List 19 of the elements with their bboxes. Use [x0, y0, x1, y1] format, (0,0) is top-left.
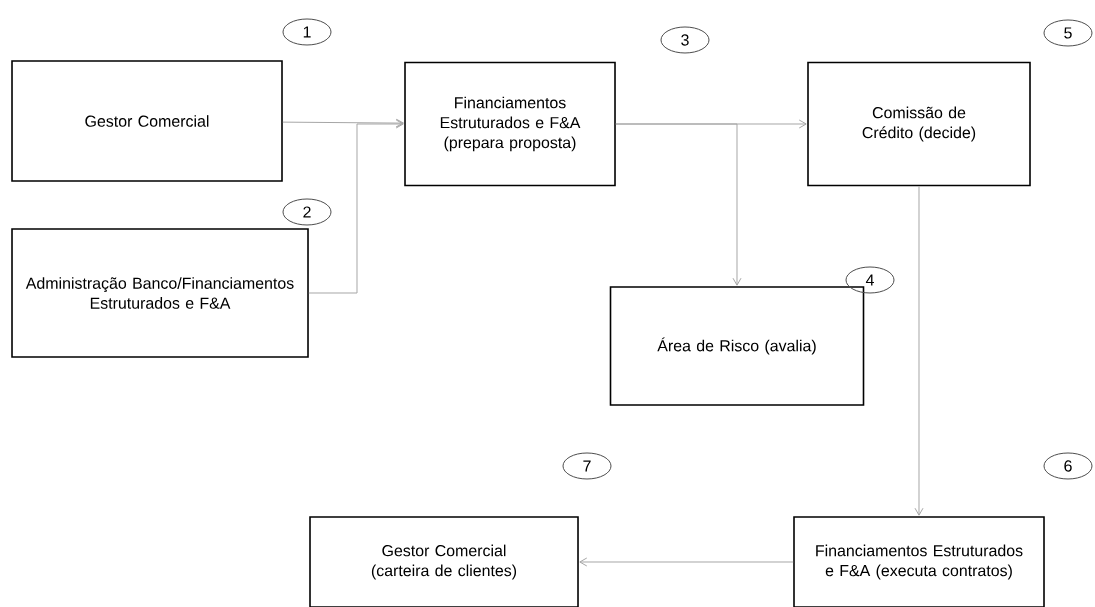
callout-number: 5 [1043, 19, 1093, 47]
process-box: Gestor Comercial [11, 60, 283, 182]
arrow [308, 119, 404, 294]
process-box: Administração Banco/Financiamentos Estruturados e F&A [11, 228, 309, 358]
arrow [615, 123, 742, 286]
process-box: Área de Risco (avalia) [609, 286, 865, 406]
callout-number: 4 [845, 266, 895, 294]
arrow [914, 185, 924, 516]
arrow [579, 557, 794, 567]
process-box: Comissão de Crédito (decide) [807, 61, 1031, 187]
arrow [282, 118, 404, 128]
process-box: Financiamentos Estruturados e F&A (executa contratos) [793, 516, 1045, 607]
callout-number: 7 [562, 452, 612, 480]
process-box: Financiamentos Estruturados e F&A (prepara proposta) [404, 61, 616, 187]
callout-number: 1 [282, 18, 332, 46]
callout-number: 6 [1043, 452, 1093, 480]
callout-number: 3 [660, 26, 710, 54]
callout-number: 2 [282, 198, 332, 226]
process-box: Gestor Comercial (carteira de clientes) [309, 516, 579, 607]
